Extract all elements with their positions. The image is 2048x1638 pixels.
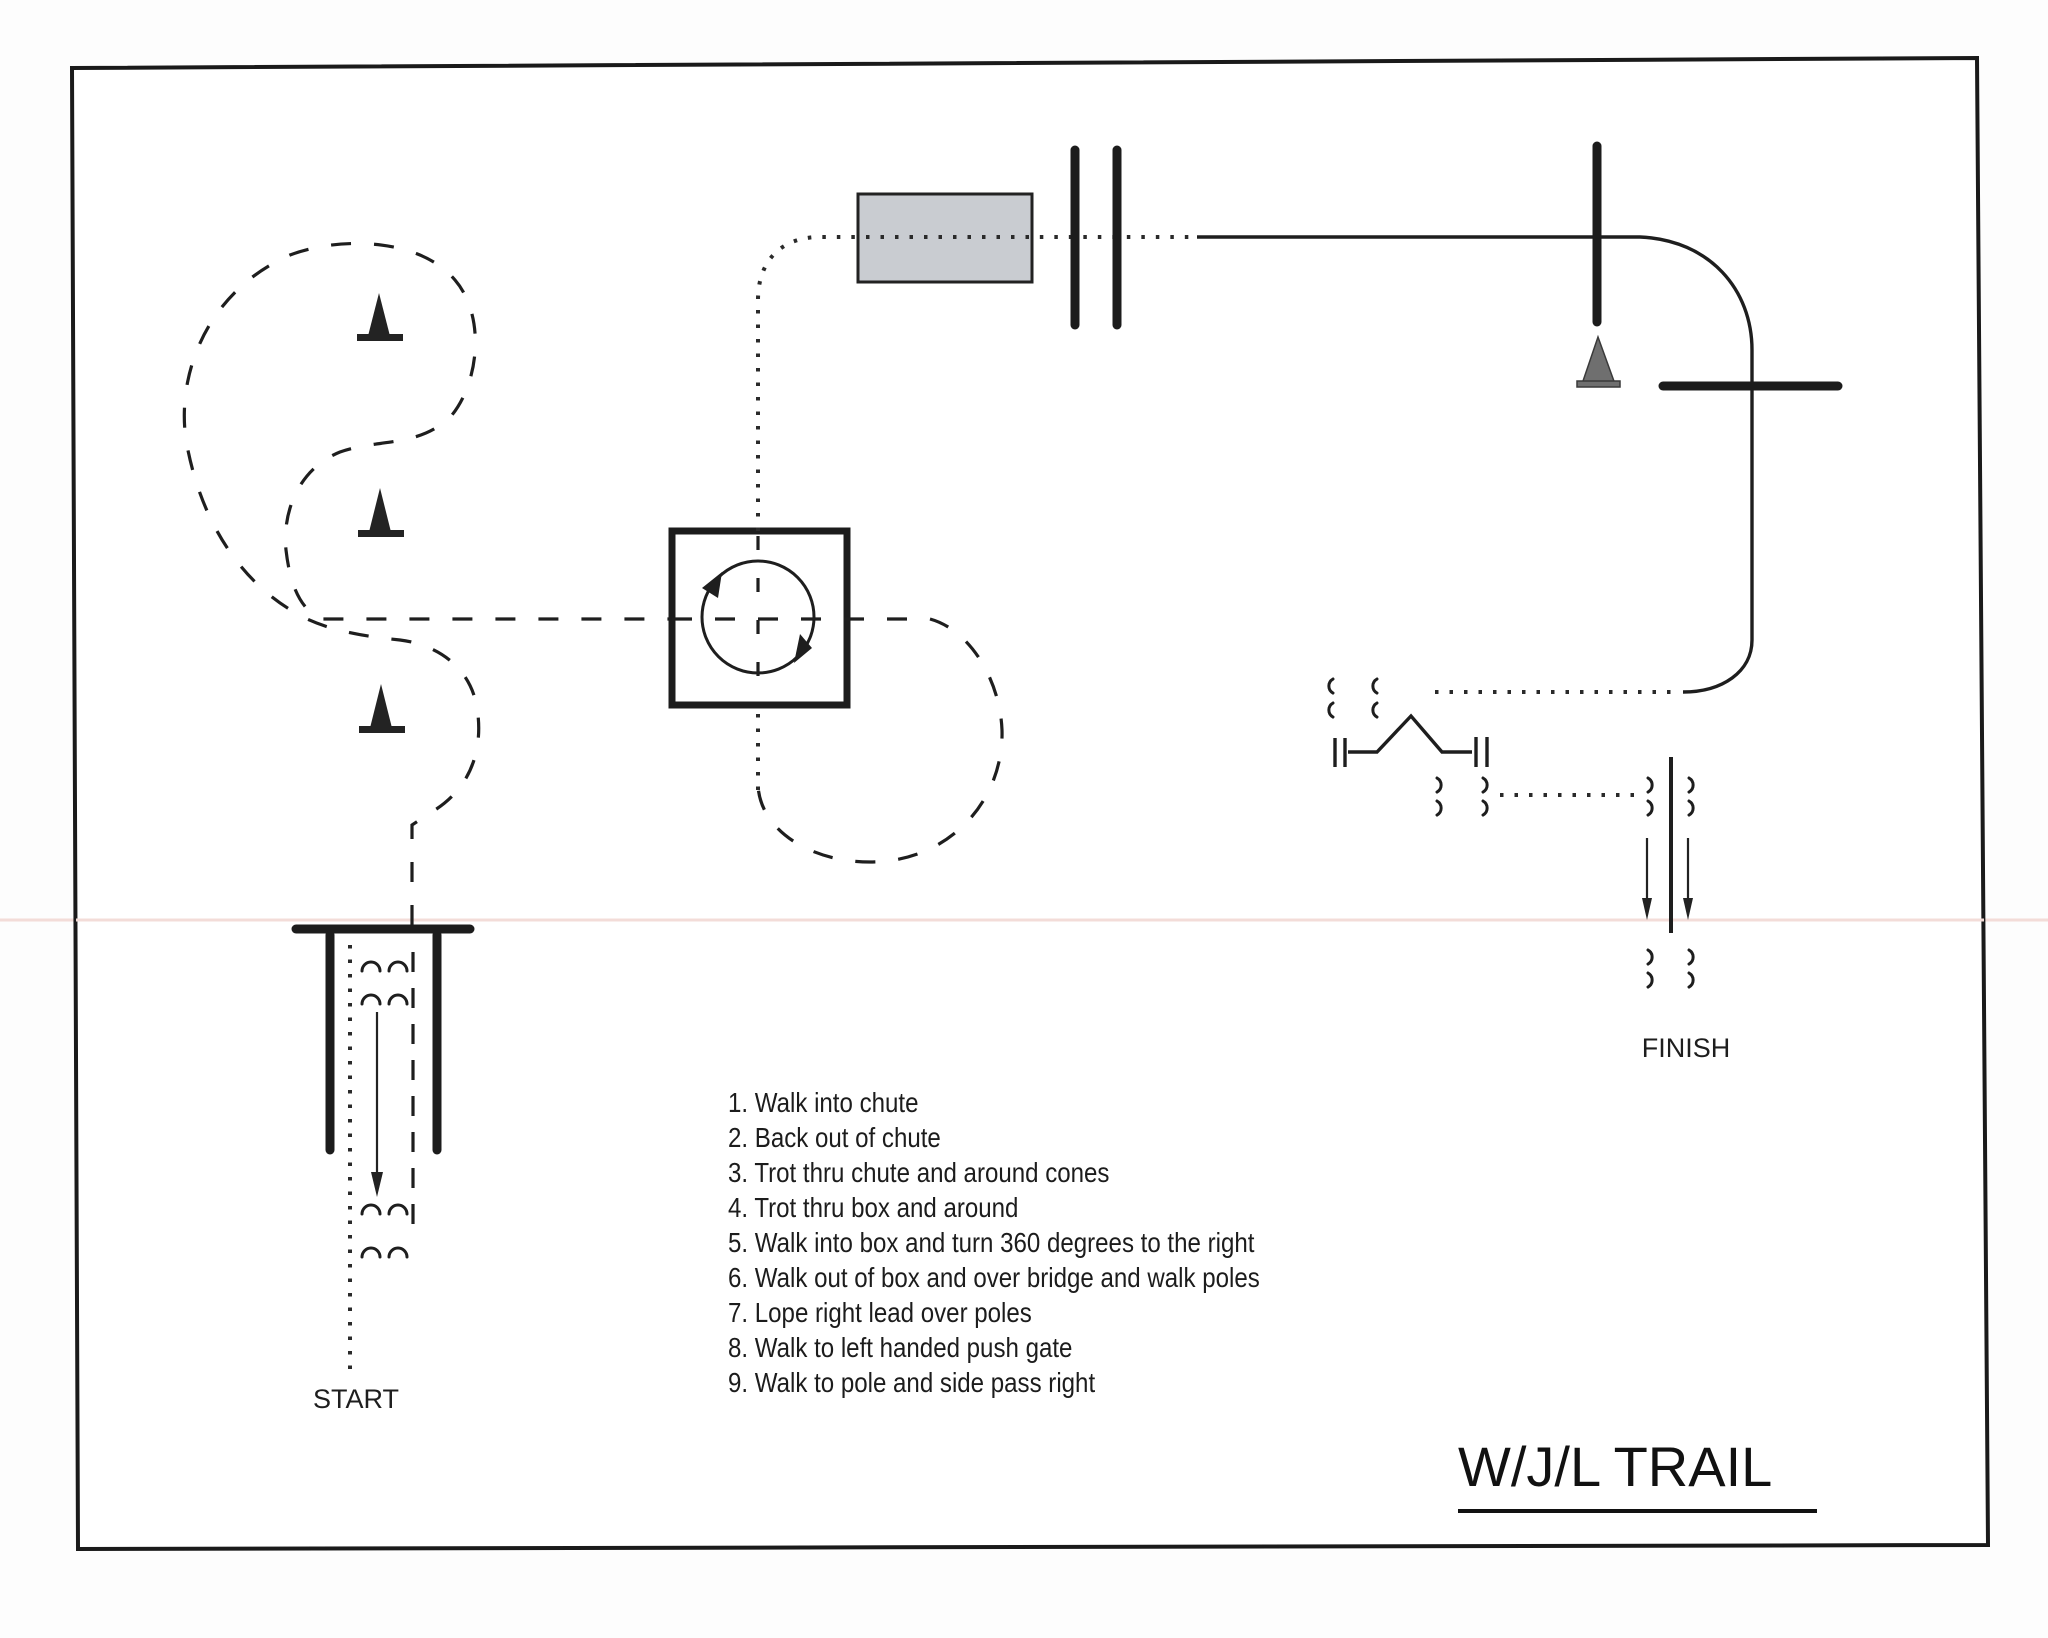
turn-arrow-icon [794,634,812,663]
sidepass-arrow-head-icon [1683,898,1693,920]
gate-marker [1327,677,1335,719]
gate-marker [1371,677,1379,719]
turn-360-circle [700,559,816,675]
finish-marker [1646,948,1654,989]
instruction-item: 6. Walk out of box and over bridge and w… [728,1261,1260,1293]
start-label: START [313,1384,399,1414]
gate-swing-line [1348,713,1472,754]
instruction-item: 3. Trot thru chute and around cones [728,1156,1109,1188]
instruction-list: 1. Walk into chute 2. Back out of chute … [728,1086,1260,1398]
cone-icon [370,684,392,728]
chute-marker [360,960,409,973]
instruction-item: 9. Walk to pole and side pass right [728,1366,1096,1398]
side-pass-obstacle [1642,757,1695,989]
instruction-item: 5. Walk into box and turn 360 degrees to… [728,1226,1255,1258]
course-frame [69,55,1991,1552]
finish-marker [1687,948,1695,989]
cone-1 [357,293,403,341]
chute-marker [360,1246,409,1259]
trot-path-serpentine [182,241,672,925]
back-up-arrow-head-icon [371,1172,383,1197]
turn-arrow-icon [702,572,722,598]
bridge [856,192,1034,284]
cone-icon [368,293,390,336]
chute-marker [360,1203,409,1216]
cone-2 [358,488,404,537]
chute-marker [360,993,409,1006]
instruction-item: 7. Lope right lead over poles [728,1296,1032,1328]
sidepass-arrow-head-icon [1642,898,1652,920]
lope-path [1197,235,1754,694]
sidepass-marker [1646,776,1654,817]
push-gate [1327,677,1489,817]
instruction-item: 1. Walk into chute [728,1086,918,1118]
sidepass-marker [1687,776,1695,817]
finish-label: FINISH [1642,1033,1731,1063]
start-chute [291,924,475,1372]
instruction-item: 4. Trot thru box and around [728,1191,1018,1223]
instruction-item: 8. Walk to left handed push gate [728,1331,1072,1363]
instruction-item: 2. Back out of chute [728,1121,941,1153]
cone-icon [369,488,391,532]
course-title: W/J/L TRAIL [1458,1435,1772,1498]
gate-marker [1481,776,1489,817]
cone-4-gray [1576,334,1621,388]
cone-3 [359,684,405,733]
gate-marker [1435,776,1443,817]
